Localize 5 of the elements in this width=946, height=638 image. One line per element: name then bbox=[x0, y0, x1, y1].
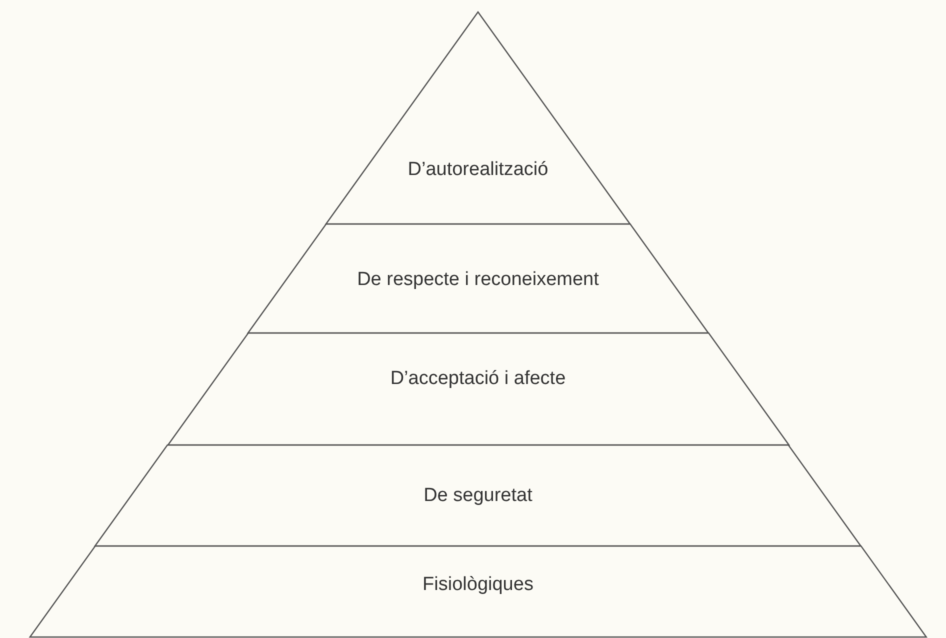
level-label: Fisiològiques bbox=[422, 575, 534, 594]
level-label: D’autorealització bbox=[406, 160, 550, 179]
level-label: De respecte i reconeixement bbox=[356, 270, 600, 289]
level-label: De seguretat bbox=[422, 486, 534, 505]
level-label: D’acceptació i afecte bbox=[389, 369, 567, 388]
